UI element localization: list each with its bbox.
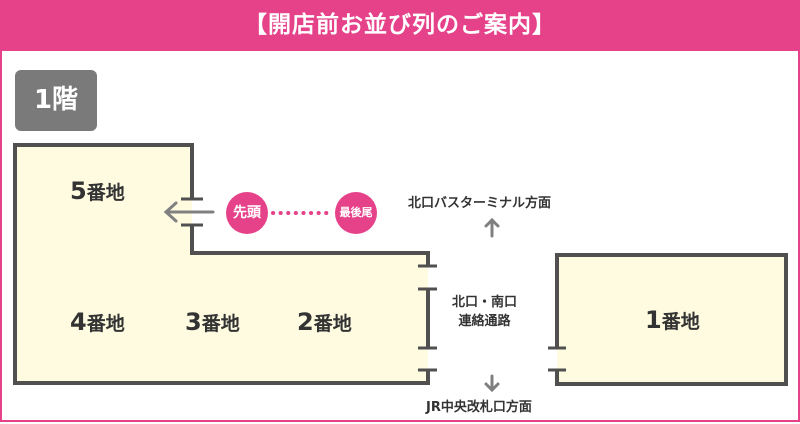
arrow-up-icon: [484, 217, 500, 238]
queue-head-badge: 先頭: [226, 192, 268, 234]
building-right: [557, 255, 786, 384]
area-4: 4番地: [70, 308, 125, 336]
area-2: 2番地: [297, 308, 352, 336]
passage-label: 北口・南口 連絡通路: [452, 293, 517, 331]
area-3: 3番地: [185, 308, 240, 336]
door-marks: [181, 197, 566, 372]
passage-line-2: 連絡通路: [458, 314, 511, 329]
floor-badge: 1階: [15, 70, 97, 131]
arrow-left-icon: [163, 201, 215, 223]
wall-left-b: [190, 225, 430, 266]
wall-left-a: [13, 143, 430, 385]
building-left: [15, 145, 428, 383]
area-1: 1番地: [645, 306, 700, 334]
queue-tail-badge: 最後尾: [335, 192, 377, 234]
page-title: 【開店前お並び列のご案内】: [0, 0, 800, 51]
south-direction-label: JR中央改札口方面: [426, 400, 532, 415]
north-direction-label: 北口バスターミナル方面: [408, 196, 552, 211]
area-5: 5番地: [70, 177, 125, 205]
wall-right: [555, 253, 788, 386]
arrow-down-icon: [484, 374, 500, 393]
passage-line-1: 北口・南口: [452, 295, 518, 310]
